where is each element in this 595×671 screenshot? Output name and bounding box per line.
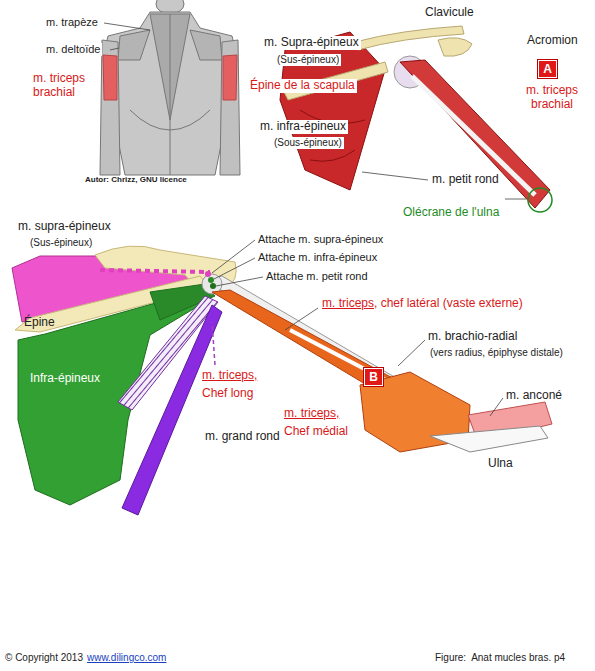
callout-box: B bbox=[364, 368, 383, 386]
part-label: Infra-épineux bbox=[30, 372, 100, 386]
part-label: m. infra-épineux bbox=[258, 120, 348, 134]
part-label: m. Supra-épineux bbox=[262, 36, 361, 50]
part-label: (vers radius, épiphyse distale) bbox=[430, 347, 563, 359]
part-label: , chef latéral (vaste externe) bbox=[374, 297, 523, 311]
shoulder-arm-schema bbox=[12, 246, 552, 515]
part-label: © Copyright 2013 bbox=[5, 652, 83, 664]
part-label: Ulna bbox=[488, 457, 513, 471]
part-label: m. grand rond bbox=[205, 430, 280, 444]
part-label: m. deltoïde bbox=[44, 43, 102, 56]
leader-lines bbox=[362, 172, 526, 199]
part-label: Olécrane de l'ulna bbox=[403, 206, 499, 220]
callout-letter: A bbox=[539, 63, 556, 77]
part-label: m. triceps, bbox=[284, 407, 339, 421]
part-label: (Sous-épineux) bbox=[272, 137, 344, 149]
back-figure bbox=[100, 0, 240, 175]
part-label: Attache m. supra-épineux bbox=[258, 233, 383, 246]
part-label: Acromion bbox=[527, 34, 578, 48]
part-label: m. triceps bbox=[322, 297, 374, 311]
part-label: Épine bbox=[24, 316, 55, 330]
part-label: www.dilingco.com bbox=[87, 652, 166, 664]
part-label: m. supra-épineux bbox=[18, 220, 111, 234]
part-label: m. petit rond bbox=[432, 173, 499, 187]
leader-lines bbox=[104, 23, 150, 50]
part-label: (Sus-épineux) bbox=[30, 237, 92, 249]
part-label: Attache m. infra-épineux bbox=[258, 251, 377, 264]
part-label: Épine de la scapula bbox=[248, 79, 357, 93]
part-label: m. anconé bbox=[506, 389, 562, 403]
part-label: m. triceps, bbox=[202, 369, 257, 383]
part-label: m. triceps brachial bbox=[520, 84, 584, 112]
figure-caption: Figure: Anat mucles bras. p4 bbox=[435, 652, 565, 664]
part-label: Autor: Chrizz, GNU licence bbox=[85, 175, 187, 184]
part-label: m. brachio-radial bbox=[428, 330, 517, 344]
part-label: Chef long bbox=[202, 387, 253, 401]
leader-lines bbox=[212, 240, 503, 416]
callout-box: A bbox=[538, 60, 557, 78]
part-label: m. triceps brachial bbox=[33, 72, 97, 100]
part-label: Chef médial bbox=[284, 425, 348, 439]
part-label: Attache m. petit rond bbox=[266, 270, 368, 283]
part-label: (Sus-épineux) bbox=[275, 54, 341, 66]
part-label: Clavicule bbox=[425, 6, 474, 20]
callout-letter: B bbox=[365, 371, 382, 385]
part-label: m. trapèze bbox=[44, 16, 100, 29]
